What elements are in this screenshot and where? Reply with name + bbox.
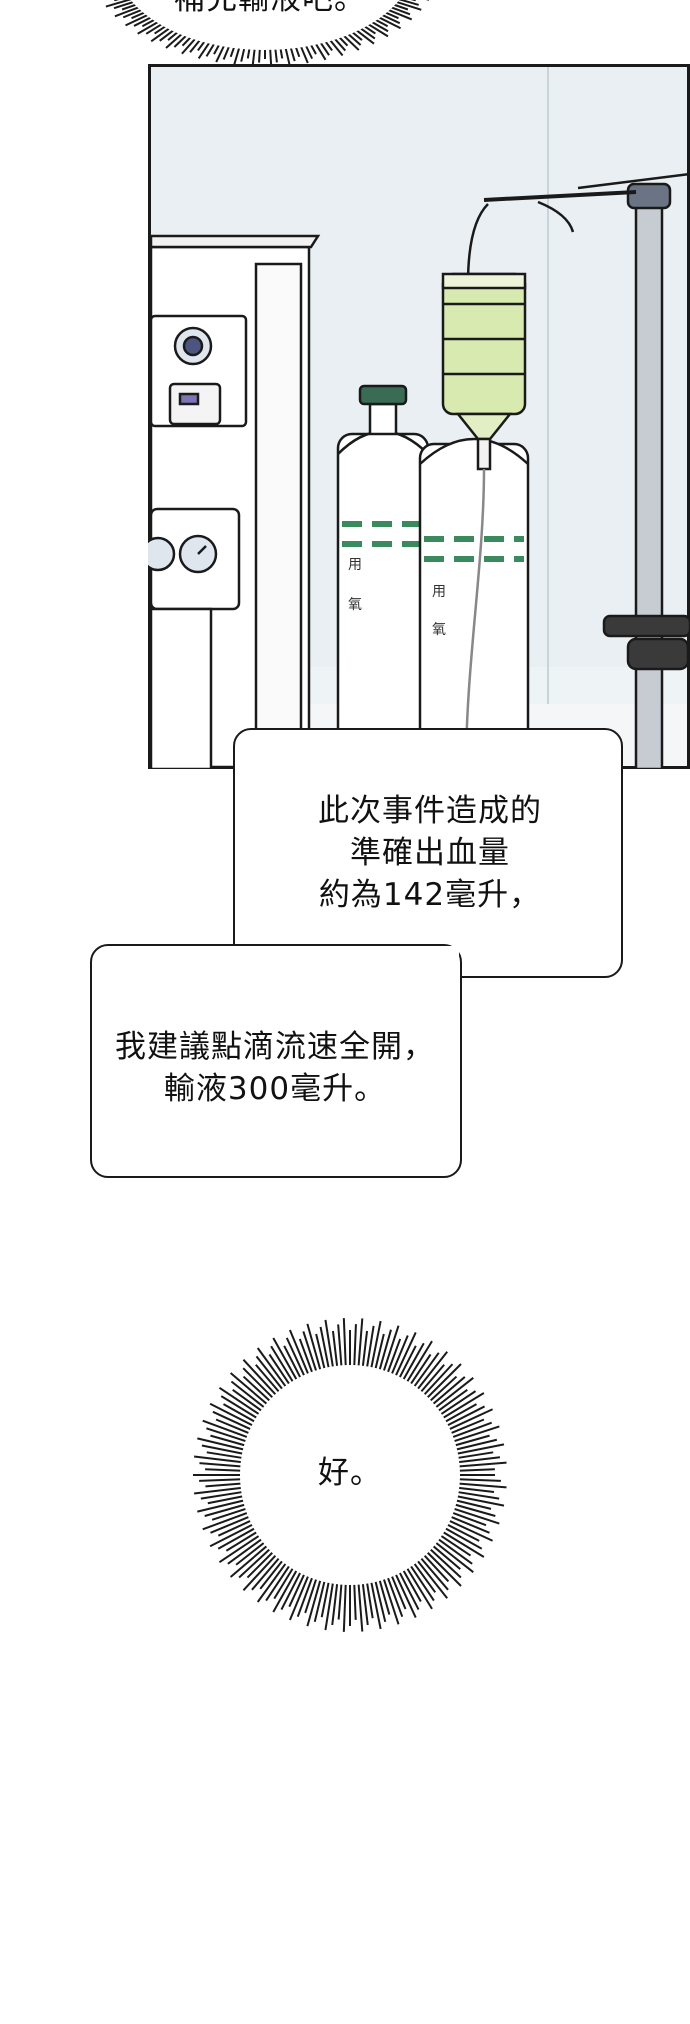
- tank-left-label: 用: [348, 556, 362, 572]
- oxygen-tank-left: [336, 384, 430, 769]
- top-bubble-text: 補充輸液吧。: [90, 0, 450, 20]
- box2-line-1: 我建議點滴流速全開，: [115, 1029, 435, 1065]
- iv-pole: [483, 172, 690, 769]
- box1-line-1: 此次事件造成的: [318, 793, 542, 829]
- box1-text: 此次事件造成的 準確出血量 約為142毫升，: [255, 790, 605, 916]
- dialogue-box-2: [90, 944, 462, 1178]
- box1-line-3: 約為142毫升，: [318, 877, 542, 913]
- svg-text:氧: 氧: [432, 621, 446, 637]
- oxygen-tank-right: [418, 437, 530, 769]
- medical-room-panel: 用 氧 用 氧: [148, 64, 690, 769]
- top-speech-burst: [105, 0, 430, 67]
- iv-fluid-bottle: [441, 203, 527, 769]
- box2-text: 我建議點滴流速全開， 輸液300毫升。: [100, 1026, 450, 1110]
- wall-medical-cabinet: [148, 234, 321, 769]
- svg-text:氧: 氧: [348, 596, 362, 612]
- dialogue-box-1: [233, 728, 623, 978]
- box-join: [235, 946, 459, 980]
- tank-right-label: 用: [432, 583, 446, 599]
- reply-speech-burst: [193, 1318, 507, 1632]
- box2-line-2: 輸液300毫升。: [163, 1071, 387, 1107]
- reply-text: 好。: [318, 1455, 382, 1491]
- box1-line-2: 準確出血量: [350, 835, 510, 871]
